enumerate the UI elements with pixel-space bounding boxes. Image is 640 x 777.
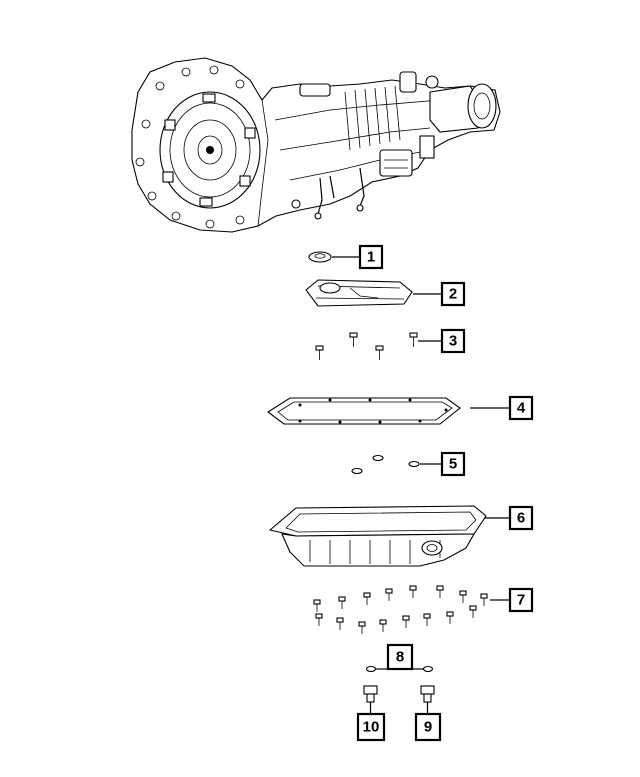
callout-6: 6 bbox=[508, 505, 534, 531]
callout-10: 10 bbox=[356, 712, 386, 742]
filter-seal bbox=[308, 251, 360, 263]
callout-label: 10 bbox=[363, 719, 380, 736]
callout-label: 4 bbox=[517, 400, 526, 417]
callout-8: 8 bbox=[386, 643, 414, 671]
callout-label: 7 bbox=[517, 592, 525, 609]
callout-1: 1 bbox=[358, 244, 384, 270]
callout-label: 1 bbox=[367, 249, 375, 266]
callout-label: 6 bbox=[517, 510, 525, 527]
pan-bolts bbox=[313, 585, 510, 634]
callout-3: 3 bbox=[440, 328, 466, 354]
callout-2: 2 bbox=[440, 281, 466, 307]
transmission-assembly bbox=[131, 57, 501, 233]
callout-label: 2 bbox=[449, 286, 457, 303]
drain-plug-gaskets bbox=[365, 665, 434, 673]
callout-label: 8 bbox=[396, 649, 404, 666]
callout-label: 9 bbox=[424, 719, 432, 736]
drain-plugs bbox=[363, 685, 435, 714]
callout-5: 5 bbox=[440, 451, 466, 477]
oil-filter bbox=[305, 279, 442, 307]
filter-bolts bbox=[315, 332, 442, 360]
callout-7: 7 bbox=[508, 587, 534, 613]
oil-pan bbox=[268, 505, 510, 567]
callout-label: 5 bbox=[449, 456, 457, 473]
pan-gasket bbox=[267, 397, 510, 425]
callout-4: 4 bbox=[508, 395, 534, 421]
callout-9: 9 bbox=[414, 712, 442, 742]
callout-label: 3 bbox=[449, 333, 457, 350]
pan-magnets bbox=[351, 454, 442, 475]
